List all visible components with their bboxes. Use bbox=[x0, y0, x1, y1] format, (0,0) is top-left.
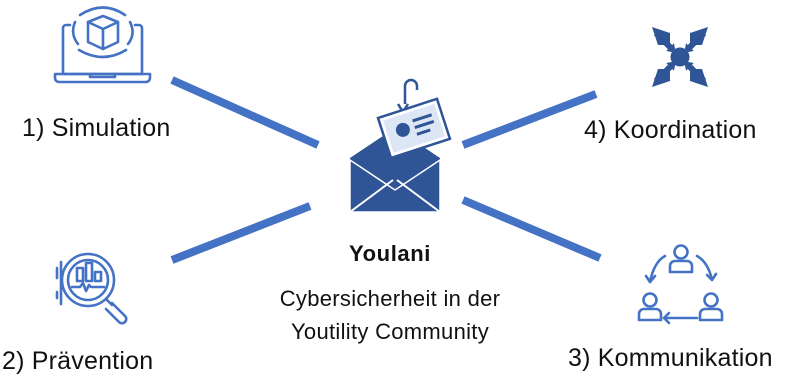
node-label-simulation: 1) Simulation bbox=[22, 114, 171, 142]
laptop-cube-icon bbox=[53, 6, 152, 84]
center-subtitle-line1: Cybersicherheit in der bbox=[279, 286, 501, 311]
connector-simulation bbox=[170, 76, 320, 149]
center-title: Youlani bbox=[348, 241, 432, 266]
connectors bbox=[170, 76, 602, 264]
connector-praevention bbox=[170, 202, 312, 264]
phishing-envelope-icon bbox=[349, 78, 452, 213]
node-label-kommunikation: 3) Kommunikation bbox=[568, 344, 773, 372]
connector-kommunikation bbox=[461, 196, 602, 262]
node-label-praevention: 2) Prävention bbox=[2, 347, 154, 375]
arrows-converge-icon bbox=[652, 27, 708, 87]
center-subtitle-line2: Youtility Community bbox=[290, 319, 490, 344]
people-cycle-icon bbox=[637, 244, 724, 325]
magnifier-chart-icon bbox=[55, 252, 128, 325]
node-label-koordination: 4) Koordination bbox=[584, 116, 757, 144]
connector-koordination bbox=[461, 90, 598, 149]
